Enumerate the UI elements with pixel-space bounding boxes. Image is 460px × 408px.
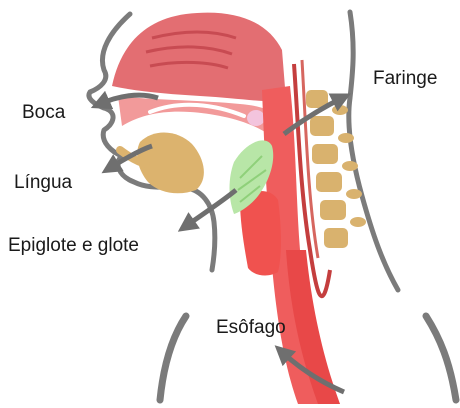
vertebra-process-3 bbox=[342, 161, 358, 171]
arrow-epiglote bbox=[186, 190, 236, 226]
label-boca: Boca bbox=[22, 102, 66, 123]
label-faringe: Faringe bbox=[373, 68, 437, 89]
nasal-cavity bbox=[112, 13, 286, 102]
vertebra-process-2 bbox=[338, 133, 354, 143]
vertebra-process-4 bbox=[346, 189, 362, 199]
label-lingua: Língua bbox=[14, 172, 73, 193]
vertebra-5 bbox=[320, 200, 346, 220]
label-epiglote: Epiglote e glote bbox=[8, 235, 139, 256]
vertebra-4 bbox=[316, 172, 342, 192]
vertebra-process-1 bbox=[332, 105, 348, 115]
right-shoulder-outline bbox=[426, 316, 456, 400]
vertebra-3 bbox=[312, 144, 338, 164]
soft-palate-line bbox=[160, 119, 240, 128]
vertebra-6 bbox=[324, 228, 348, 248]
label-esofago: Esôfago bbox=[216, 317, 286, 338]
neck-outline bbox=[349, 12, 398, 290]
vertebra-process-5 bbox=[350, 217, 366, 227]
uvula bbox=[247, 110, 265, 126]
left-shoulder-outline bbox=[160, 316, 186, 400]
vertebra-2 bbox=[310, 116, 334, 136]
